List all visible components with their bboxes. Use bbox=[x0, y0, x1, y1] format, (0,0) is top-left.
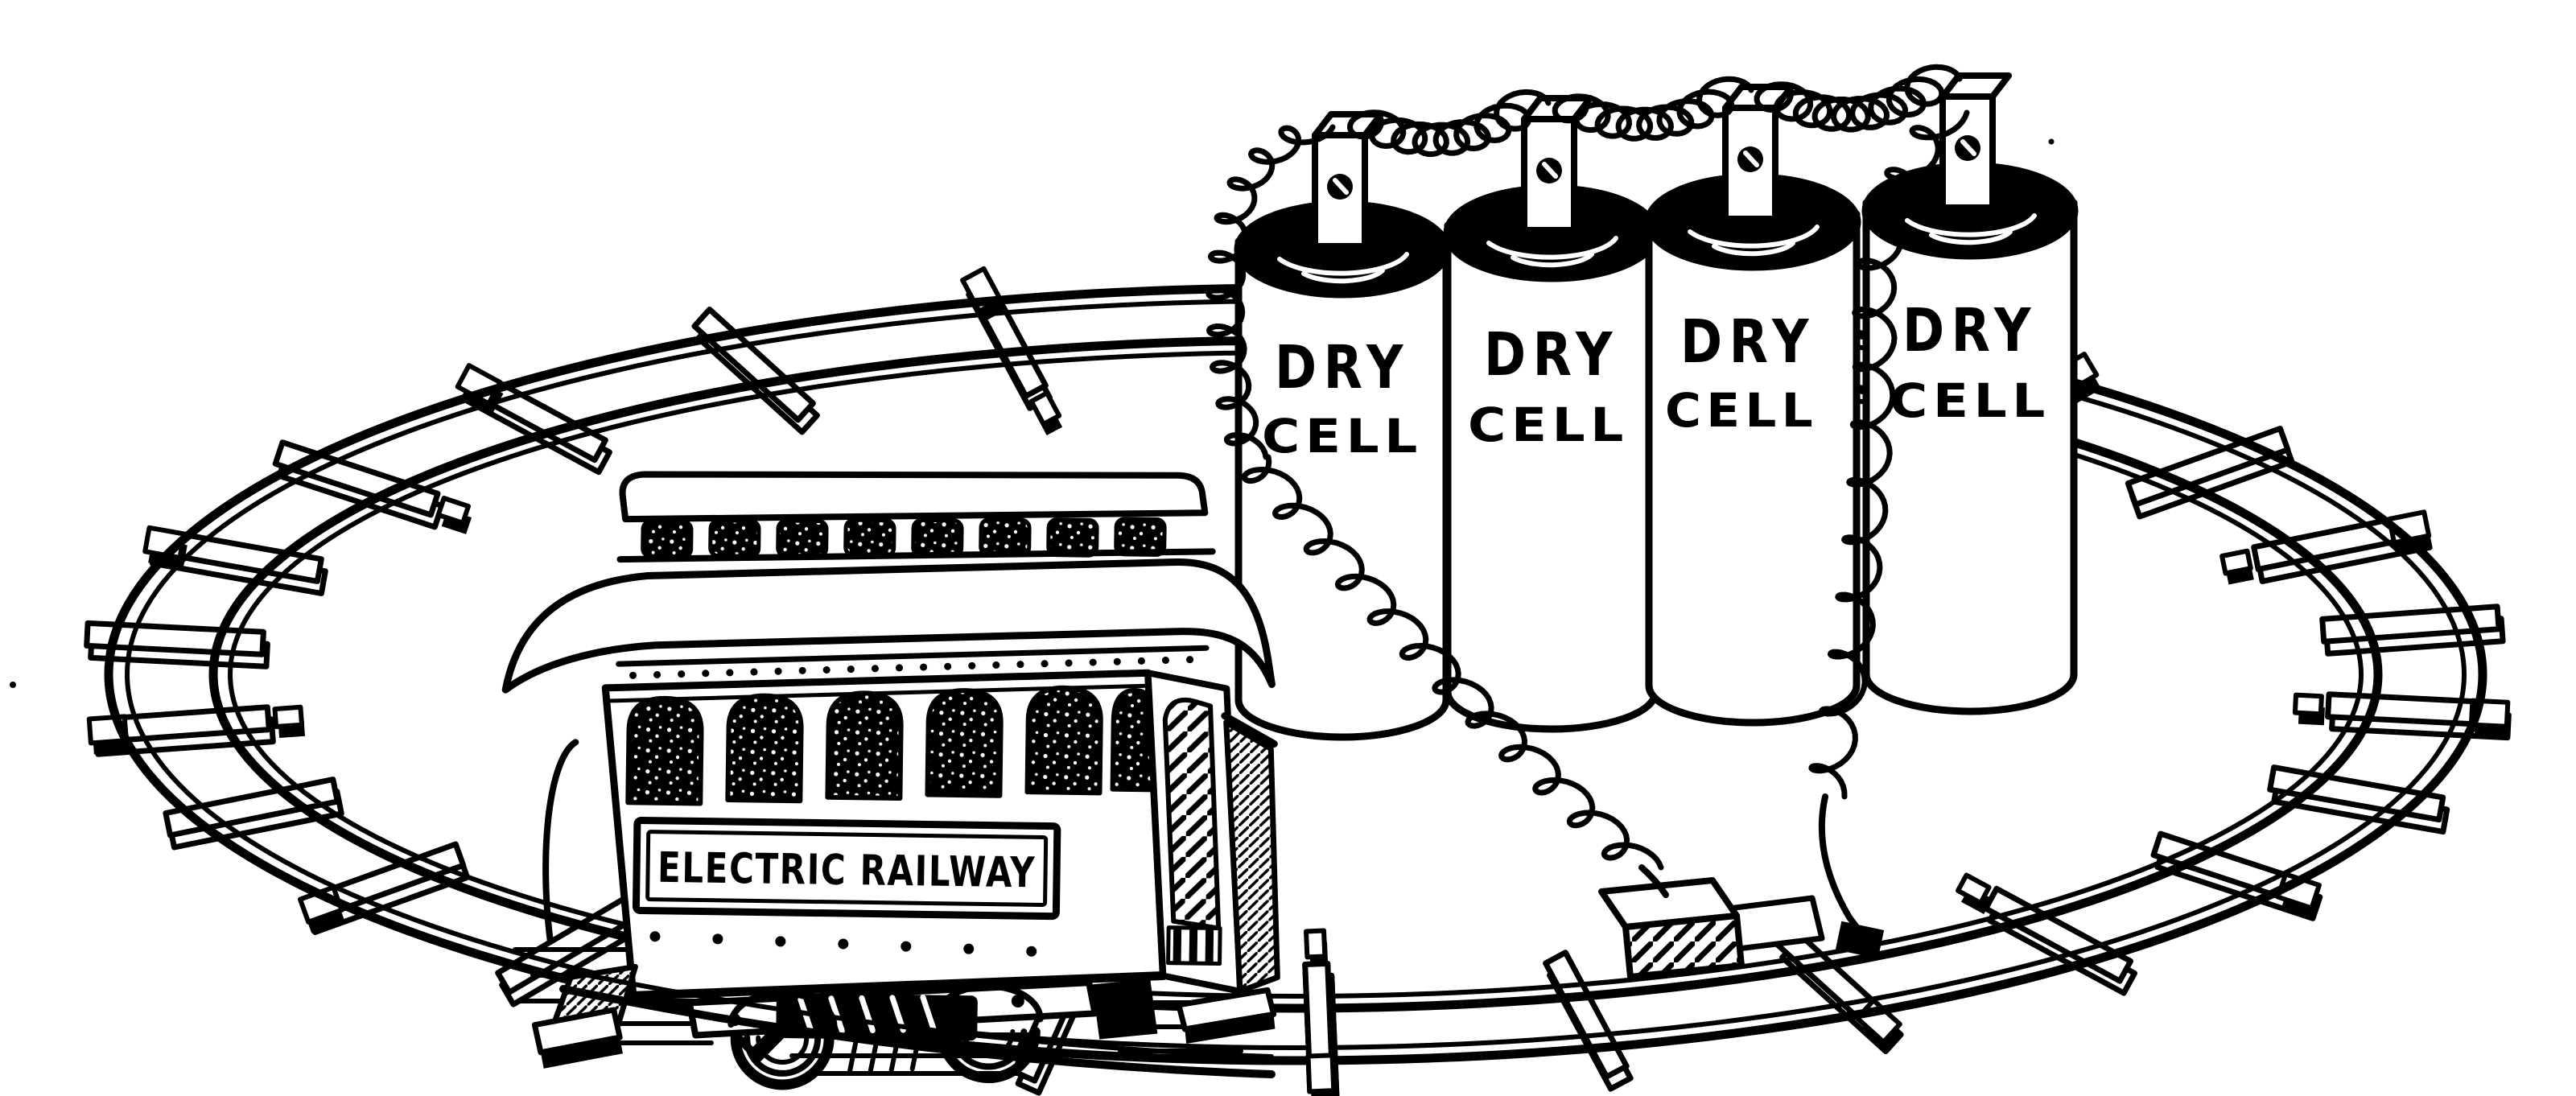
rear-skirt bbox=[1092, 979, 1158, 1040]
track-tie bbox=[2267, 764, 2446, 823]
front-step bbox=[531, 1007, 623, 1056]
frame-bolt bbox=[1011, 995, 1024, 1008]
series-wire-cell2-cell3 bbox=[1552, 76, 1754, 142]
rear-door bbox=[1162, 698, 1222, 931]
clerestory-window bbox=[708, 518, 761, 558]
ink-speck bbox=[2048, 138, 2055, 145]
near-rail-back-edge bbox=[566, 969, 1274, 1059]
rear-step-shadow bbox=[1185, 1014, 1276, 1044]
dry-cell-label-line1: DRY bbox=[1680, 307, 1816, 377]
tie-inner-lug bbox=[272, 704, 304, 729]
track-feed-wire-left bbox=[1241, 454, 1664, 871]
rear-railing-panel bbox=[1223, 719, 1280, 995]
clerestory-window bbox=[979, 517, 1032, 558]
dry-cell-3: DRY CELL bbox=[1644, 84, 1861, 727]
wiring bbox=[1206, 64, 1970, 871]
near-rail-front-edge bbox=[559, 985, 1276, 1078]
dry-cell-label-line2: CELL bbox=[1262, 409, 1423, 464]
cell-body bbox=[1444, 221, 1659, 733]
tie-lug bbox=[1305, 1053, 1337, 1094]
wire-tail-left bbox=[1638, 864, 1669, 898]
track-feed-wire-left bbox=[1206, 235, 1269, 460]
car-windows bbox=[625, 685, 1158, 806]
rear-grille bbox=[1166, 925, 1222, 966]
between-wheel-hatch bbox=[847, 1032, 922, 1076]
track-connector-block bbox=[1598, 877, 1825, 980]
dry-cell-2: DRY CELL bbox=[1443, 95, 1660, 733]
motor-box-slats bbox=[798, 994, 937, 1035]
tie-inner-lug bbox=[1956, 872, 1992, 905]
dry-cell-battery-bank: DRY CELL DRY CELL DRY CELL bbox=[1234, 72, 2079, 741]
rivet-row bbox=[649, 931, 1037, 957]
cap-highlight bbox=[1277, 252, 1409, 284]
arched-window bbox=[725, 693, 804, 804]
main-roof bbox=[501, 558, 1276, 694]
cap-highlight bbox=[1486, 236, 1618, 268]
connector-front bbox=[1622, 913, 1745, 980]
dry-cell-label-line2: CELL bbox=[1468, 398, 1629, 452]
arched-window bbox=[825, 690, 904, 801]
clerestory-window bbox=[843, 517, 896, 558]
cap-highlight bbox=[1688, 225, 1820, 257]
tie-inner-lug bbox=[2292, 692, 2324, 717]
tie-inner-lug bbox=[1304, 928, 1328, 960]
dry-cell-label-line1: DRY bbox=[1484, 320, 1619, 389]
rear-railing-bar bbox=[1221, 712, 1278, 748]
dry-cell-label-line2: CELL bbox=[1890, 373, 2050, 428]
arched-window bbox=[625, 695, 704, 806]
tie-inner-lug bbox=[435, 496, 471, 525]
clerestory-window bbox=[776, 518, 829, 559]
dry-cell-label-line1: DRY bbox=[1902, 296, 2038, 365]
wire-tail-right bbox=[1818, 793, 1867, 940]
ink-speck bbox=[10, 682, 16, 688]
arched-window bbox=[925, 688, 1004, 798]
terminal-hole-glint bbox=[1960, 139, 1976, 156]
foreground-rail bbox=[559, 969, 1276, 1078]
front-handrail bbox=[542, 739, 579, 945]
series-wire-cell3-cell4 bbox=[1754, 64, 1963, 133]
body-sill bbox=[629, 971, 1168, 1000]
terminal-hole-glint bbox=[1333, 178, 1349, 195]
arched-window bbox=[1024, 685, 1103, 796]
front-wheel bbox=[727, 989, 838, 1090]
dry-cell-label-line2: CELL bbox=[1665, 383, 1818, 438]
clerestory-base bbox=[616, 548, 1216, 563]
tie-inner-lug bbox=[1028, 390, 1062, 426]
foreground-ties bbox=[1302, 960, 1340, 1096]
clerestory-window bbox=[911, 517, 964, 558]
clerestory-window bbox=[641, 519, 694, 559]
track-tie bbox=[1543, 950, 1630, 1080]
track-feed-wire-left bbox=[1214, 124, 1336, 241]
roof-eave-line bbox=[616, 645, 1210, 667]
tie-inner-lug bbox=[2219, 548, 2253, 576]
terminal-hole-glint bbox=[1542, 162, 1558, 179]
trolley-sign: ELECTRIC RAILWAY bbox=[632, 816, 1061, 921]
track-feed-wire-right bbox=[1808, 335, 1898, 800]
clerestory-roof bbox=[619, 471, 1209, 523]
sign-plate bbox=[632, 816, 1061, 921]
dry-cell-label-line1: DRY bbox=[1275, 333, 1410, 402]
series-wire-cell1-cell2 bbox=[1347, 89, 1552, 158]
cap-highlight bbox=[1905, 213, 2037, 245]
track-feed-wire-right bbox=[1852, 109, 1970, 341]
sign-inner-border bbox=[645, 830, 1049, 907]
wire-terminal-lug bbox=[1835, 921, 1885, 959]
trolley-car: ELECTRIC RAILWAY bbox=[501, 471, 1280, 1090]
roof-rivet-dots bbox=[629, 655, 1207, 679]
sign-text: ELECTRIC RAILWAY bbox=[657, 844, 1037, 898]
cell-body bbox=[1862, 199, 2078, 715]
terminal-hole-glint bbox=[1743, 150, 1759, 167]
front-step-shadow bbox=[540, 1037, 623, 1069]
cell-body bbox=[1645, 210, 1861, 727]
wire-tails bbox=[1638, 793, 1867, 940]
